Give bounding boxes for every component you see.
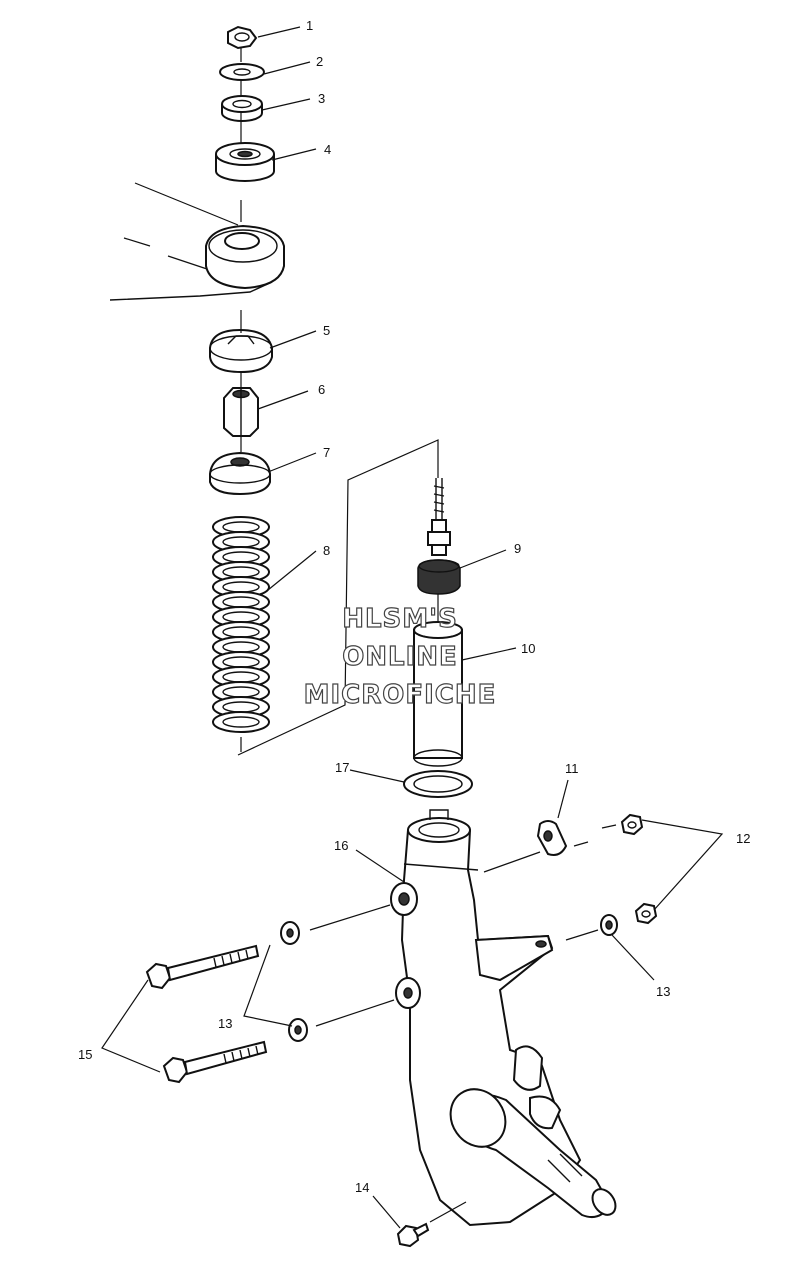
part-4-upper-mount	[215, 142, 275, 182]
part-15-bolt-lower	[162, 1040, 268, 1084]
callout-13-left: 13	[218, 1016, 232, 1031]
callout-9: 9	[514, 541, 521, 556]
callout-15: 15	[78, 1047, 92, 1062]
part-13-washer-left-upper	[280, 921, 300, 945]
part-9-bump-stop	[417, 559, 461, 595]
part-2-washer	[219, 63, 265, 81]
callout-13-right: 13	[656, 984, 670, 999]
a-arm-bracket	[109, 182, 285, 301]
watermark-line-1: HLSM'S	[342, 603, 458, 634]
callout-3: 3	[318, 91, 325, 106]
watermark-line-3: MICROFICHE	[303, 679, 497, 710]
callout-numbers: 1 2 3 4 5 6 7 8 9 10 11 12 13 13 14 15 1…	[78, 18, 750, 1195]
clip-line-2	[573, 841, 589, 847]
part-11-clip	[536, 820, 568, 856]
nut-line-1	[601, 824, 617, 829]
callout-16: 16	[334, 838, 348, 853]
part-6-hex-spacer	[223, 387, 259, 437]
spindle-knuckle	[390, 809, 617, 1227]
part-8-coil-spring	[212, 516, 270, 733]
callout-6: 6	[318, 382, 325, 397]
callout-10: 10	[521, 641, 535, 656]
callout-8: 8	[323, 543, 330, 558]
callout-11: 11	[565, 761, 579, 776]
part-12-nut-upper	[620, 813, 644, 836]
part-10-shock-absorber	[413, 478, 463, 767]
watermark-line-2: ONLINE	[342, 641, 458, 672]
callout-5: 5	[323, 323, 330, 338]
part-14-grease-fitting	[396, 1222, 430, 1248]
callout-1: 1	[306, 18, 313, 33]
callout-17: 17	[335, 760, 349, 775]
part-13-washer-right	[600, 914, 618, 936]
part-17-ring	[403, 770, 473, 798]
part-7-spring-seat	[209, 451, 271, 496]
callout-2: 2	[316, 54, 323, 69]
washer-line-right	[565, 929, 599, 941]
callout-leaders	[101, 26, 724, 1229]
part-13-washer-left-lower	[288, 1018, 308, 1042]
part-3-bushing	[221, 95, 263, 122]
washer-line-lower	[315, 999, 395, 1027]
washer-line-upper	[309, 904, 391, 931]
part-15-bolt-upper	[145, 944, 260, 990]
callout-7: 7	[323, 445, 330, 460]
callout-4: 4	[324, 142, 331, 157]
part-5-dome-cup	[209, 328, 273, 374]
watermark: HLSM'S ONLINE MICROFICHE	[270, 600, 530, 714]
part-12-nut-lower	[634, 902, 658, 925]
clip-line	[483, 851, 541, 873]
fitting-line	[429, 1201, 467, 1223]
part-1-top-nut	[227, 25, 258, 50]
assembly-group-bracket	[237, 439, 439, 756]
callout-14: 14	[355, 1180, 369, 1195]
callout-12: 12	[736, 831, 750, 846]
